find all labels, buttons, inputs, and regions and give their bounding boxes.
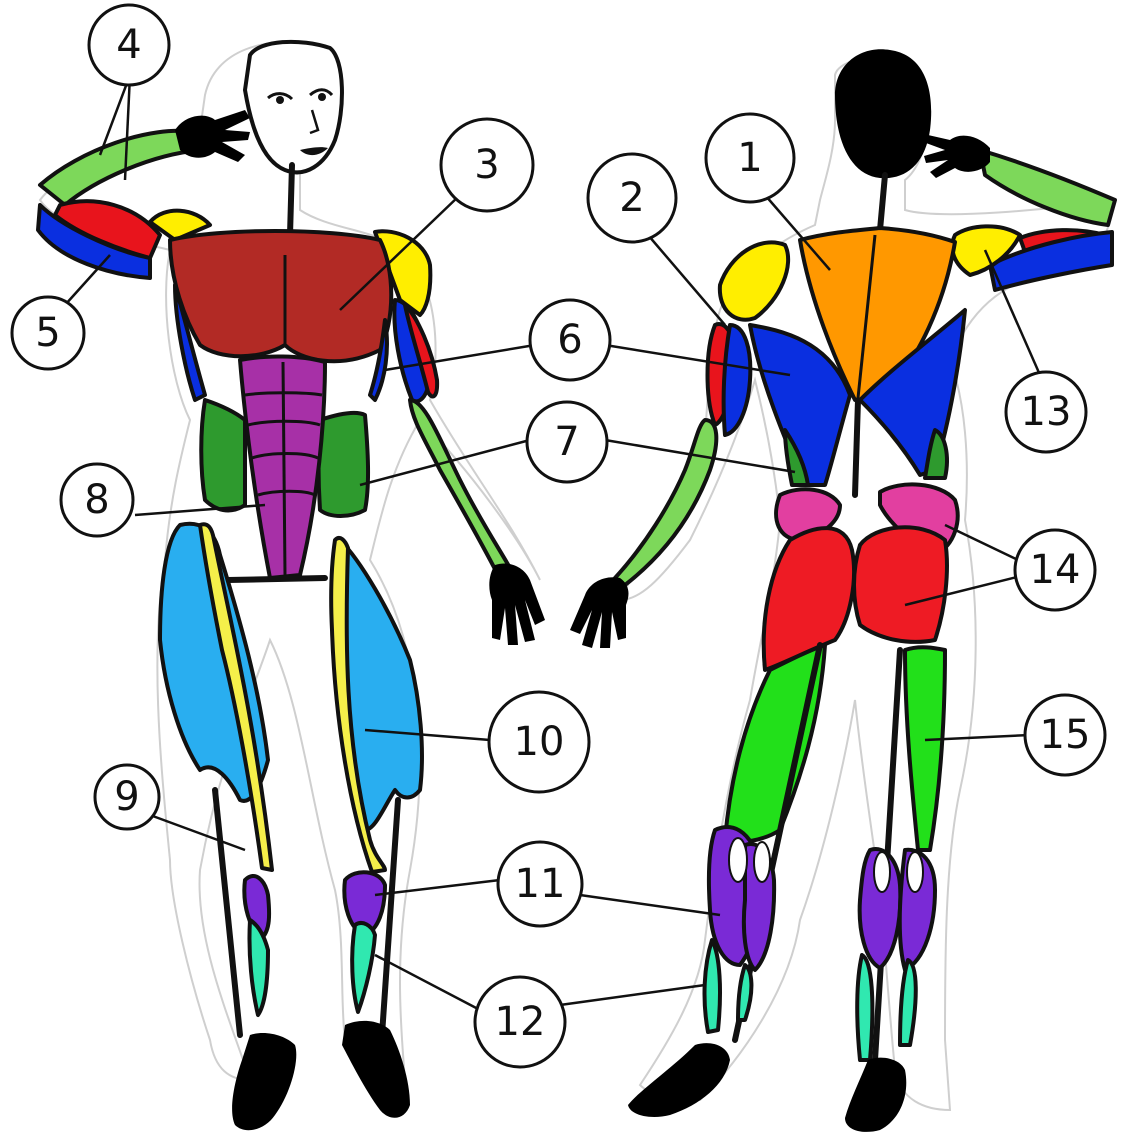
callout-7: 7 bbox=[527, 402, 607, 482]
front-soleus-right bbox=[352, 923, 375, 1012]
back-spine bbox=[855, 400, 858, 495]
leader-8 bbox=[135, 505, 265, 515]
leader-9 bbox=[150, 815, 245, 850]
back-glute-max-right bbox=[854, 527, 947, 642]
svg-text:5: 5 bbox=[35, 310, 60, 356]
callout-14: 14 bbox=[1015, 530, 1095, 610]
svg-text:14: 14 bbox=[1030, 547, 1081, 593]
front-pelvis-line bbox=[228, 578, 325, 580]
back-foot-right bbox=[845, 1058, 906, 1132]
front-shin-right bbox=[382, 800, 398, 1035]
back-soleus-right bbox=[857, 955, 872, 1060]
back-hamstring-left bbox=[725, 645, 825, 842]
front-shin-left bbox=[215, 790, 240, 1035]
back-hand-left bbox=[570, 577, 628, 648]
callout-5: 5 bbox=[12, 297, 84, 369]
leader-14a bbox=[945, 525, 1018, 560]
front-foot-left bbox=[232, 1033, 296, 1130]
back-hand-raised bbox=[924, 135, 990, 178]
front-pectorals bbox=[170, 231, 391, 361]
leader-12a bbox=[375, 955, 480, 1010]
front-neck bbox=[290, 165, 292, 235]
svg-text:8: 8 bbox=[84, 477, 109, 523]
callout-13: 13 bbox=[1006, 372, 1086, 452]
callout-8: 8 bbox=[61, 464, 133, 536]
back-soleus-left bbox=[705, 940, 720, 1032]
front-foot-right bbox=[342, 1021, 410, 1118]
leader-12b bbox=[560, 985, 705, 1005]
front-oblique-left bbox=[201, 400, 245, 510]
back-deltoid-left bbox=[720, 242, 788, 319]
svg-text:13: 13 bbox=[1021, 389, 1072, 435]
svg-text:4: 4 bbox=[116, 22, 141, 68]
back-gastroc-highlight-1 bbox=[729, 838, 747, 882]
callout-11: 11 bbox=[498, 842, 582, 926]
back-forearm-raised bbox=[980, 150, 1115, 225]
front-oblique-right bbox=[319, 413, 369, 516]
svg-text:10: 10 bbox=[514, 719, 565, 765]
callout-6: 6 bbox=[530, 300, 610, 380]
leader-2 bbox=[648, 235, 725, 325]
svg-text:7: 7 bbox=[554, 419, 579, 465]
callout-3: 3 bbox=[441, 119, 533, 211]
callout-2: 2 bbox=[588, 154, 676, 242]
leader-11b bbox=[580, 895, 720, 915]
front-pupil-right bbox=[318, 93, 326, 101]
front-forearm-raised bbox=[40, 131, 200, 205]
svg-text:12: 12 bbox=[495, 999, 546, 1045]
front-hand-raised bbox=[175, 110, 250, 162]
callout-12: 12 bbox=[475, 977, 565, 1067]
svg-text:3: 3 bbox=[474, 142, 499, 188]
back-soleus-right-2 bbox=[900, 960, 916, 1045]
svg-text:9: 9 bbox=[114, 774, 139, 820]
front-forearm-right bbox=[410, 400, 510, 575]
back-biceps-left bbox=[724, 325, 751, 435]
front-pupil-left bbox=[276, 96, 284, 104]
back-gastroc-highlight-2 bbox=[754, 842, 770, 882]
svg-text:11: 11 bbox=[515, 861, 566, 907]
callout-10: 10 bbox=[489, 692, 589, 792]
back-gastroc-highlight-3 bbox=[874, 852, 890, 892]
callout-15: 15 bbox=[1025, 695, 1105, 775]
back-soleus-left-2 bbox=[738, 965, 751, 1020]
svg-text:1: 1 bbox=[737, 135, 762, 181]
callout-1: 1 bbox=[706, 114, 794, 202]
callout-4: 4 bbox=[89, 5, 169, 85]
front-hand-right bbox=[489, 563, 545, 645]
front-head bbox=[245, 42, 342, 173]
svg-text:6: 6 bbox=[557, 317, 582, 363]
svg-text:15: 15 bbox=[1040, 712, 1091, 758]
svg-text:2: 2 bbox=[619, 175, 644, 221]
back-head bbox=[835, 49, 931, 178]
back-gastroc-highlight-4 bbox=[907, 852, 923, 892]
back-neck bbox=[880, 175, 885, 230]
back-hamstring-right bbox=[905, 647, 945, 850]
callout-9: 9 bbox=[95, 765, 159, 829]
